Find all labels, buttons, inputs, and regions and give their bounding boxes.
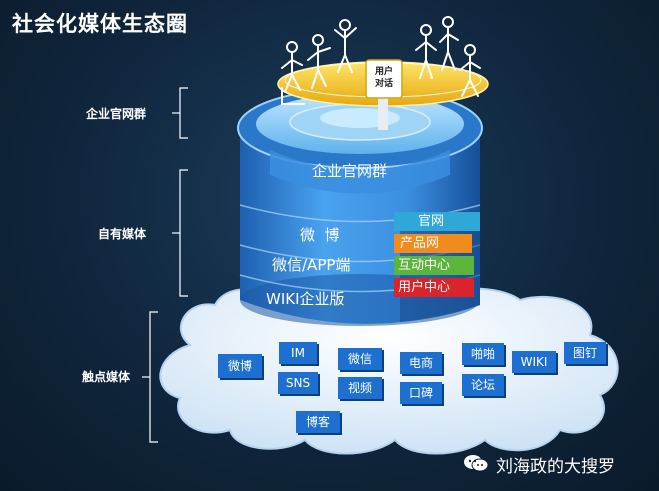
cloud-tag-word-of-mouth: 口碑 <box>400 382 442 404</box>
cylinder-top-layer-label: 企业官网群 <box>312 162 388 180</box>
tag-official-site: 官网 <box>394 212 480 231</box>
cylinder-layer-wechat-app: 微信/APP端 <box>272 256 351 274</box>
cloud-tag-sns: SNS <box>278 372 318 394</box>
cloud-tag-ecommerce: 电商 <box>400 352 442 374</box>
label-touch-media: 触点媒体 <box>82 370 131 384</box>
tag-user-center: 用户中心 <box>394 278 474 297</box>
page-title: 社会化媒体生态圈 <box>12 12 188 36</box>
user-dialogue-label: 用户 对话 <box>366 66 402 90</box>
bracket-touch-media <box>142 311 158 443</box>
bracket-enterprise <box>172 87 188 139</box>
tag-product-site: 产品网 <box>394 234 472 253</box>
cylinder-layer-weibo: 微 博 <box>300 226 340 244</box>
right-tags: 官网 产品网 互动中心 用户中心 <box>394 212 480 297</box>
cloud-tag-weibo: 微博 <box>218 354 262 378</box>
cloud-tag-im: IM <box>279 342 317 364</box>
watermark-text: 刘海政的大搜罗 <box>496 457 615 477</box>
label-enterprise-sites: 企业官网群 <box>86 107 147 121</box>
user-dialogue-disk <box>277 59 489 130</box>
user-dialogue-line1: 用户 <box>374 67 393 77</box>
cylinder-layer-wiki: WIKI企业版 <box>266 290 345 308</box>
cloud-tag-wechat: 微信 <box>338 348 382 370</box>
cloud-tag-wiki: WIKI <box>512 351 556 373</box>
cloud-tag-blog: 博客 <box>296 411 340 433</box>
cloud-tag-pin: 图钉 <box>564 342 606 364</box>
bracket-owned-media <box>172 169 188 297</box>
wechat-icon <box>463 454 489 472</box>
label-owned-media: 自有媒体 <box>98 227 147 241</box>
cloud-tag-papa: 啪啪 <box>462 343 504 365</box>
cloud-tag-forum: 论坛 <box>462 374 504 396</box>
cloud-tag-video: 视频 <box>338 377 382 399</box>
tag-interaction-center: 互动中心 <box>394 256 474 275</box>
user-dialogue-line2: 对话 <box>374 79 393 89</box>
people-figures <box>281 16 481 105</box>
